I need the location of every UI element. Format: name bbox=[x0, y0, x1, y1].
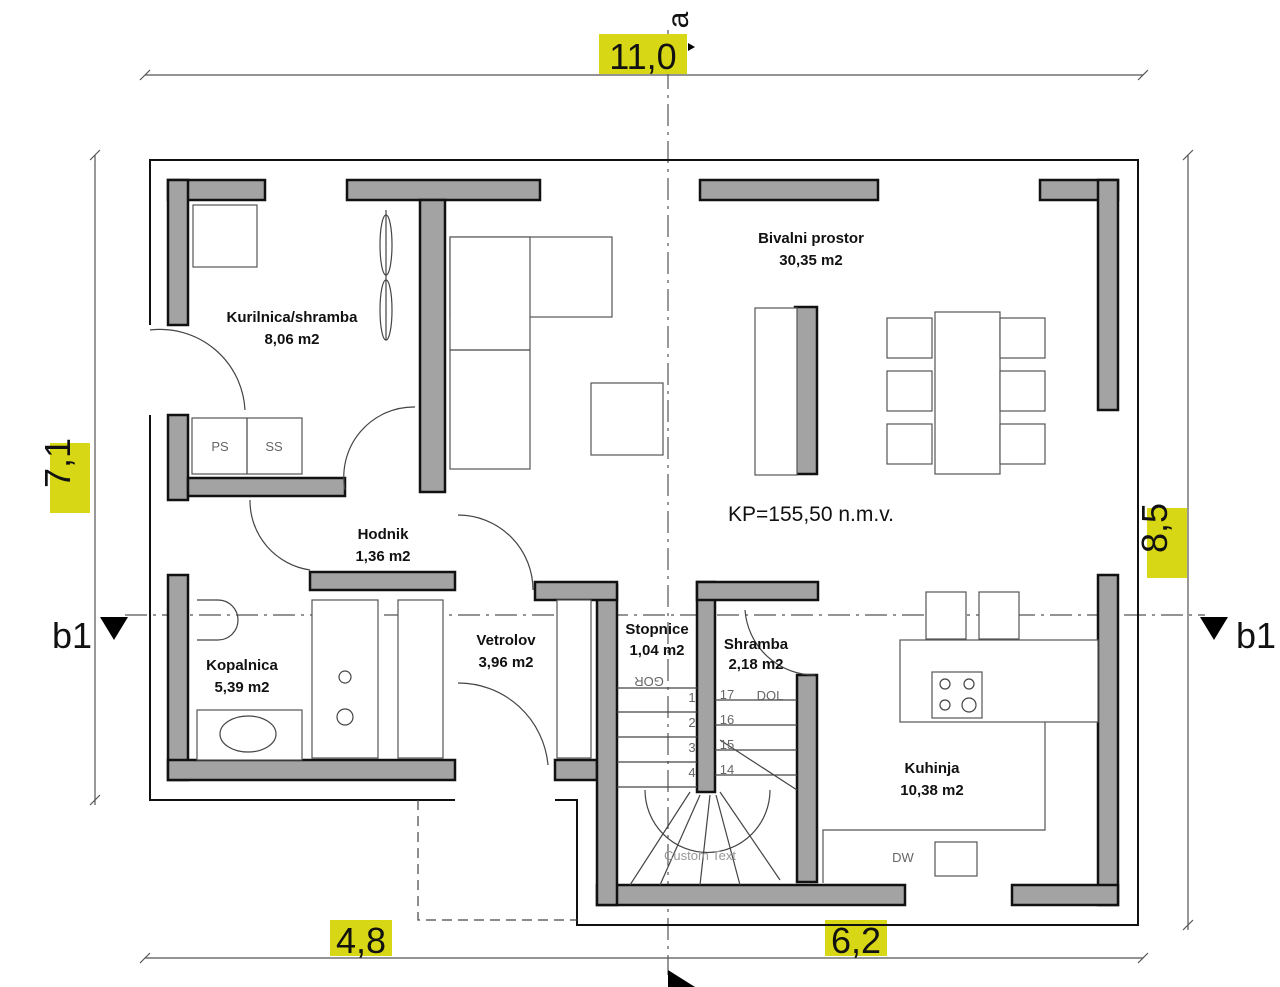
step-number: 15 bbox=[720, 737, 734, 752]
dimension-lines bbox=[89, 69, 1194, 964]
dimension-left: 7,1 bbox=[37, 438, 78, 488]
dimension-top: 11,0 bbox=[609, 36, 676, 77]
stairs: GOR DOL 1 2 3 4 17 16 15 14 Custom Text bbox=[617, 674, 798, 886]
kitchen-island bbox=[899, 639, 1099, 723]
doors bbox=[149, 328, 816, 766]
room-name: Kurilnica/shramba bbox=[227, 309, 359, 326]
section-arrow-top-icon bbox=[688, 43, 695, 51]
room-name: Kuhinja bbox=[905, 760, 961, 777]
stairs-up-label: GOR bbox=[634, 674, 664, 689]
room-area: 8,06 m2 bbox=[264, 331, 319, 348]
section-arrow-left-icon bbox=[100, 617, 128, 640]
level-note: KP=155,50 n.m.v. bbox=[728, 503, 894, 526]
toilet bbox=[197, 599, 239, 641]
shower bbox=[311, 599, 379, 759]
step-number: 3 bbox=[688, 740, 695, 755]
stairs-note: Custom Text bbox=[664, 848, 736, 863]
dimension-bottom-left: 4,8 bbox=[336, 920, 386, 961]
step-number: 4 bbox=[688, 765, 695, 780]
step-number: 1 bbox=[688, 690, 695, 705]
section-arrow-bottom-icon bbox=[668, 970, 695, 987]
section-arrow-right-icon bbox=[1200, 617, 1228, 640]
wardrobe bbox=[397, 599, 444, 759]
bathtub-vanity bbox=[196, 709, 303, 761]
dw-label: DW bbox=[892, 850, 914, 865]
ss-label: SS bbox=[265, 439, 283, 454]
room-labels: Kurilnica/shramba 8,06 m2 Bivalni prosto… bbox=[206, 230, 964, 799]
room-area: 3,96 m2 bbox=[478, 654, 533, 671]
step-number: 16 bbox=[720, 712, 734, 727]
room-area: 5,39 m2 bbox=[214, 679, 269, 696]
ps-label: PS bbox=[211, 439, 229, 454]
room-area: 2,18 m2 bbox=[728, 656, 783, 673]
furniture: PS SS DW bbox=[191, 204, 1099, 883]
room-area: 1,04 m2 bbox=[629, 642, 684, 659]
boiler bbox=[192, 204, 258, 268]
section-label-b1-right: b1 bbox=[1236, 615, 1276, 656]
outer-outline bbox=[149, 159, 1139, 926]
dining-table bbox=[934, 311, 1001, 475]
stairs-down-label: DOL bbox=[757, 688, 784, 703]
room-name: Vetrolov bbox=[476, 632, 536, 649]
room-name: Hodnik bbox=[358, 526, 409, 543]
step-number: 17 bbox=[720, 687, 734, 702]
room-name: Bivalni prostor bbox=[758, 230, 864, 247]
room-name: Stopnice bbox=[625, 621, 688, 638]
bicycle-icon bbox=[379, 210, 393, 341]
room-area: 10,38 m2 bbox=[900, 782, 963, 799]
sink bbox=[934, 841, 978, 877]
step-number: 2 bbox=[688, 715, 695, 730]
coffee-table bbox=[590, 382, 664, 456]
walls bbox=[166, 178, 1120, 907]
room-name: Shramba bbox=[724, 636, 789, 653]
section-label-a: a bbox=[662, 11, 695, 28]
section-label-b1-left: b1 bbox=[52, 615, 92, 656]
step-number: 14 bbox=[720, 762, 734, 777]
shoe-cabinet bbox=[556, 599, 592, 759]
room-area: 1,36 m2 bbox=[355, 548, 410, 565]
room-area: 30,35 m2 bbox=[779, 252, 842, 269]
tv-unit bbox=[754, 307, 798, 476]
dimension-bottom-right: 6,2 bbox=[831, 920, 881, 961]
cooktop-icon bbox=[931, 671, 983, 719]
dimension-right: 8,5 bbox=[1134, 503, 1175, 553]
room-name: Kopalnica bbox=[206, 657, 278, 674]
